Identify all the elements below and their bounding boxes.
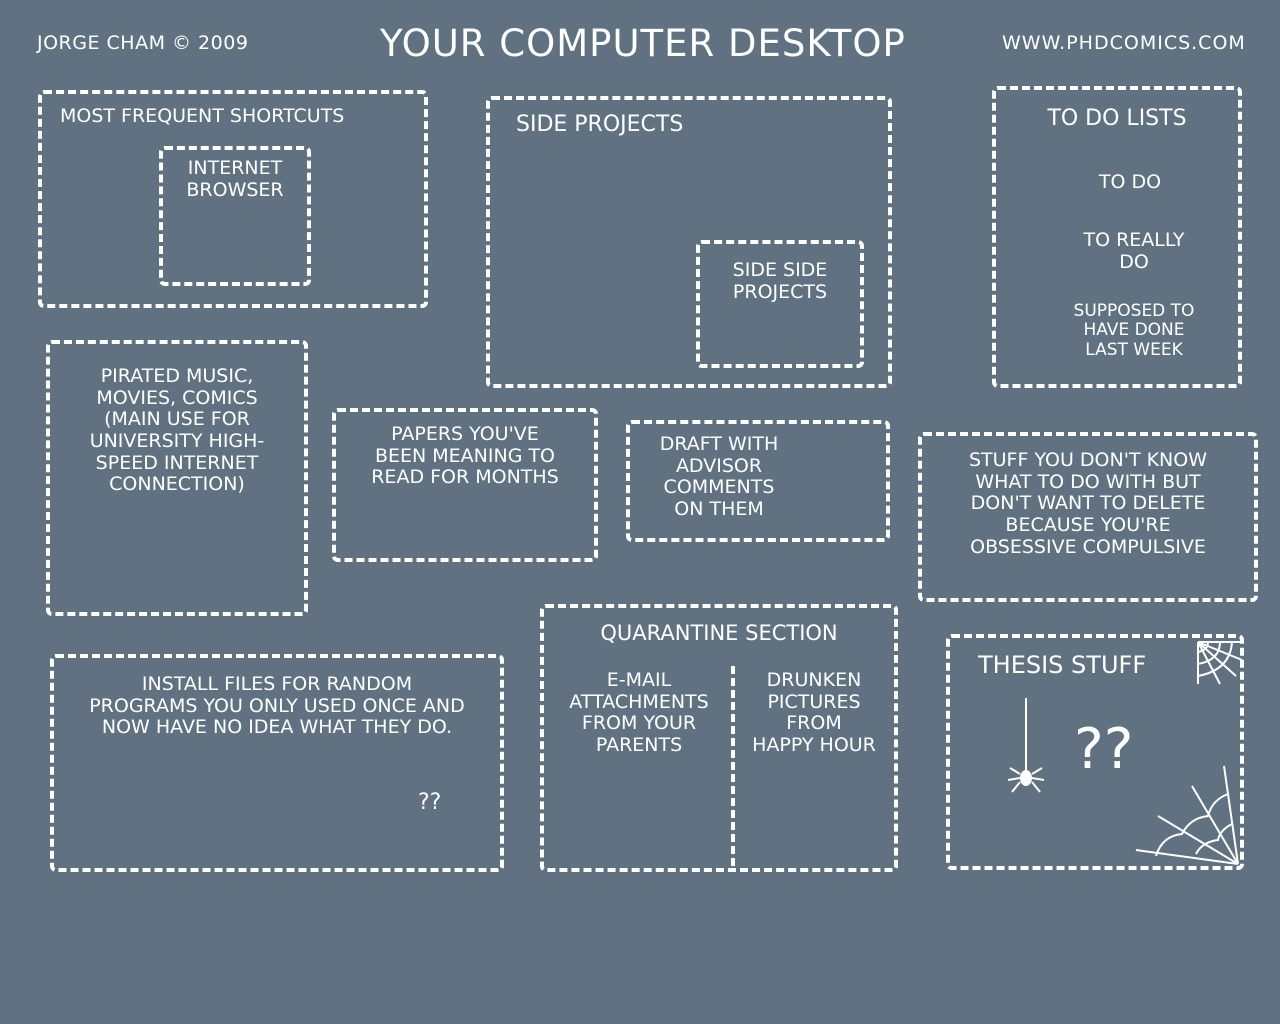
cobweb-icon xyxy=(1135,765,1239,865)
shortcuts-area[interactable]: MOST FREQUENT SHORTCUTS INTERNET BROWSER xyxy=(38,90,428,308)
install-files-label: INSTALL FILES FOR RANDOM PROGRAMS YOU ON… xyxy=(89,673,465,739)
page-title: YOUR COMPUTER DESKTOP xyxy=(380,22,906,65)
advisor-draft-area[interactable]: DRAFT WITH ADVISOR COMMENTS ON THEM xyxy=(626,420,890,542)
todo-item[interactable]: SUPPOSED TO HAVE DONE LAST WEEK xyxy=(1073,301,1195,360)
internet-browser-label: INTERNET BROWSER xyxy=(186,157,284,201)
papers-to-read-area[interactable]: PAPERS YOU'VE BEEN MEANING TO READ FOR M… xyxy=(332,408,598,562)
undeletable-stuff-label: STUFF YOU DON'T KNOW WHAT TO DO WITH BUT… xyxy=(968,449,1208,558)
spider-icon xyxy=(1007,698,1045,793)
install-files-area[interactable]: INSTALL FILES FOR RANDOM PROGRAMS YOU ON… xyxy=(50,654,504,872)
todo-item[interactable]: TO REALLY DO xyxy=(1083,229,1185,273)
author-credit: JORGE CHAM © 2009 xyxy=(37,32,249,54)
thesis-stuff-label: THESIS STUFF xyxy=(978,651,1147,679)
quarantine-section[interactable]: QUARANTINE SECTION E-MAIL ATTACHMENTS FR… xyxy=(540,604,898,872)
happy-hour-pictures-label[interactable]: DRUNKEN PICTURES FROM HAPPY HOUR xyxy=(752,669,876,756)
side-projects-label: SIDE PROJECTS xyxy=(516,112,684,137)
quarantine-divider xyxy=(731,666,735,866)
cobweb-icon xyxy=(1197,641,1244,685)
advisor-draft-label: DRAFT WITH ADVISOR COMMENTS ON THEM xyxy=(659,433,779,520)
thesis-stuff-area[interactable]: THESIS STUFF ?? xyxy=(946,634,1244,870)
side-side-projects-folder[interactable]: SIDE SIDE PROJECTS xyxy=(696,240,864,368)
todo-item[interactable]: TO DO xyxy=(1098,171,1162,193)
todo-lists-area[interactable]: TO DO LISTS TO DO TO REALLY DO SUPPOSED … xyxy=(992,86,1242,388)
shortcuts-label: MOST FREQUENT SHORTCUTS xyxy=(60,105,345,127)
thesis-question-marks: ?? xyxy=(1074,717,1134,782)
papers-to-read-label: PAPERS YOU'VE BEEN MEANING TO READ FOR M… xyxy=(371,423,559,489)
internet-browser-shortcut[interactable]: INTERNET BROWSER xyxy=(159,146,311,286)
pirated-media-label: PIRATED MUSIC, MOVIES, COMICS (MAIN USE … xyxy=(89,365,265,496)
site-url: WWW.PHDCOMICS.COM xyxy=(1002,32,1246,54)
quarantine-label: QUARANTINE SECTION xyxy=(600,621,838,645)
undeletable-stuff-area[interactable]: STUFF YOU DON'T KNOW WHAT TO DO WITH BUT… xyxy=(918,432,1258,602)
install-files-question-marks: ?? xyxy=(418,790,442,815)
todo-lists-label: TO DO LISTS xyxy=(1047,106,1187,131)
side-side-projects-label: SIDE SIDE PROJECTS xyxy=(732,259,828,303)
side-projects-area[interactable]: SIDE PROJECTS SIDE SIDE PROJECTS xyxy=(486,96,892,388)
parent-attachments-label[interactable]: E-MAIL ATTACHMENTS FROM YOUR PARENTS xyxy=(569,669,709,756)
pirated-media-area[interactable]: PIRATED MUSIC, MOVIES, COMICS (MAIN USE … xyxy=(46,340,308,616)
